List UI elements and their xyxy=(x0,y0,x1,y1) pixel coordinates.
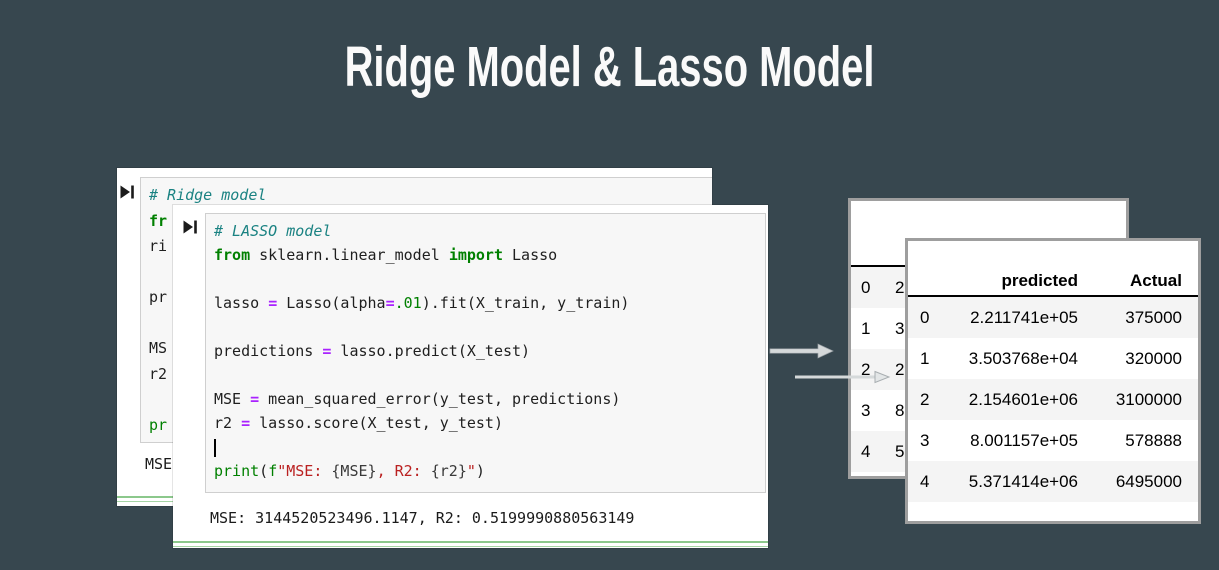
code-line: ri xyxy=(149,237,168,255)
table-cell: 320000 xyxy=(1125,349,1182,368)
table-cell: 3 xyxy=(895,319,905,338)
table-cell: 2 xyxy=(895,360,905,379)
cell-divider-line xyxy=(173,541,768,543)
code-line: pr xyxy=(149,415,168,434)
table-cell: 1 xyxy=(920,349,930,368)
table-header: predicted Actual xyxy=(908,241,1198,297)
code-line xyxy=(214,315,757,339)
table-cell: 4 xyxy=(861,442,871,461)
table-cell: 2 xyxy=(895,278,905,297)
code-line xyxy=(214,435,757,459)
ridge-output: MSE xyxy=(145,455,173,473)
flow-arrows xyxy=(769,343,891,384)
table-row: 4 5.371414e+06 6495000 xyxy=(908,461,1198,502)
table-cell: 3100000 xyxy=(1115,390,1182,409)
lasso-code-cell: # LASSO model from sklearn.linear_model i… xyxy=(173,205,768,548)
table-cell: 3 xyxy=(861,401,871,420)
table-row: 3 8.001157e+05 578888 xyxy=(908,420,1198,461)
table-cell: 1 xyxy=(861,319,871,338)
lasso-result-table: predicted Actual 0 2.211741e+05 375000 1 3.5… xyxy=(905,238,1201,524)
table-cell: 2.211741e+05 xyxy=(970,308,1078,327)
col-header-actual: Actual xyxy=(1130,271,1182,290)
lasso-output: MSE: 3144520523496.1147, R2: 0.519999088… xyxy=(210,509,635,527)
code-line: lasso = Lasso(alpha=.01).fit(X_train, y_… xyxy=(214,294,630,312)
arrow-right-solid-icon xyxy=(769,343,834,359)
table-cell: 0 xyxy=(920,308,930,327)
lasso-code-box: # LASSO model from sklearn.linear_model i… xyxy=(205,213,766,493)
table-cell: 375000 xyxy=(1125,308,1182,327)
table-cell: 5 xyxy=(895,442,905,461)
table-cell: 6495000 xyxy=(1115,472,1182,491)
code-line: MS xyxy=(149,339,168,357)
code-line: fr xyxy=(149,211,168,230)
table-row: 1 3.503768e+04 320000 xyxy=(908,338,1198,379)
table-cell: 0 xyxy=(861,278,871,297)
code-line: r2 xyxy=(149,364,168,383)
table-cell: 4 xyxy=(920,472,930,491)
table-row: 0 2.211741e+05 375000 xyxy=(908,297,1198,338)
code-line: MSE = mean_squared_error(y_test, predict… xyxy=(214,390,621,408)
lasso-code-area: # LASSO model from sklearn.linear_model i… xyxy=(206,214,765,488)
col-header-predicted: predicted xyxy=(1001,271,1078,290)
code-line: predictions = lasso.predict(X_test) xyxy=(214,342,531,360)
ridge-code-area: # Ridge model fr ri pr MS r2 pr xyxy=(141,178,712,442)
code-line xyxy=(214,267,757,291)
table-row: 2 2.154601e+06 3100000 xyxy=(908,379,1198,420)
table-cell: 5.371414e+06 xyxy=(968,472,1078,491)
cell-collapse-icon xyxy=(119,184,135,200)
code-line: pr xyxy=(149,288,168,306)
code-line xyxy=(214,363,757,387)
code-line: print(f"MSE: {MSE}, R2: {r2}") xyxy=(214,462,485,480)
table-cell: 8.001157e+05 xyxy=(970,431,1078,450)
code-line: # Ridge model xyxy=(149,186,267,204)
code-line: # LASSO model xyxy=(214,222,332,240)
table-cell: 3.503768e+04 xyxy=(968,349,1078,368)
code-line: from sklearn.linear_model import Lasso xyxy=(214,246,558,264)
table-cell: 578888 xyxy=(1125,431,1182,450)
table-cell: 2 xyxy=(861,360,871,379)
cell-collapse-icon xyxy=(182,219,198,235)
cell-divider-line xyxy=(173,546,768,547)
text-cursor-icon xyxy=(214,438,216,457)
slide-title: Ridge Model & Lasso Model xyxy=(344,35,875,99)
table-cell: 3 xyxy=(920,431,930,450)
table-cell: 2.154601e+06 xyxy=(968,390,1078,409)
code-line: r2 = lasso.score(X_test, y_test) xyxy=(214,414,503,432)
table-cell: 8 xyxy=(895,401,905,420)
table-cell: 2 xyxy=(920,390,930,409)
